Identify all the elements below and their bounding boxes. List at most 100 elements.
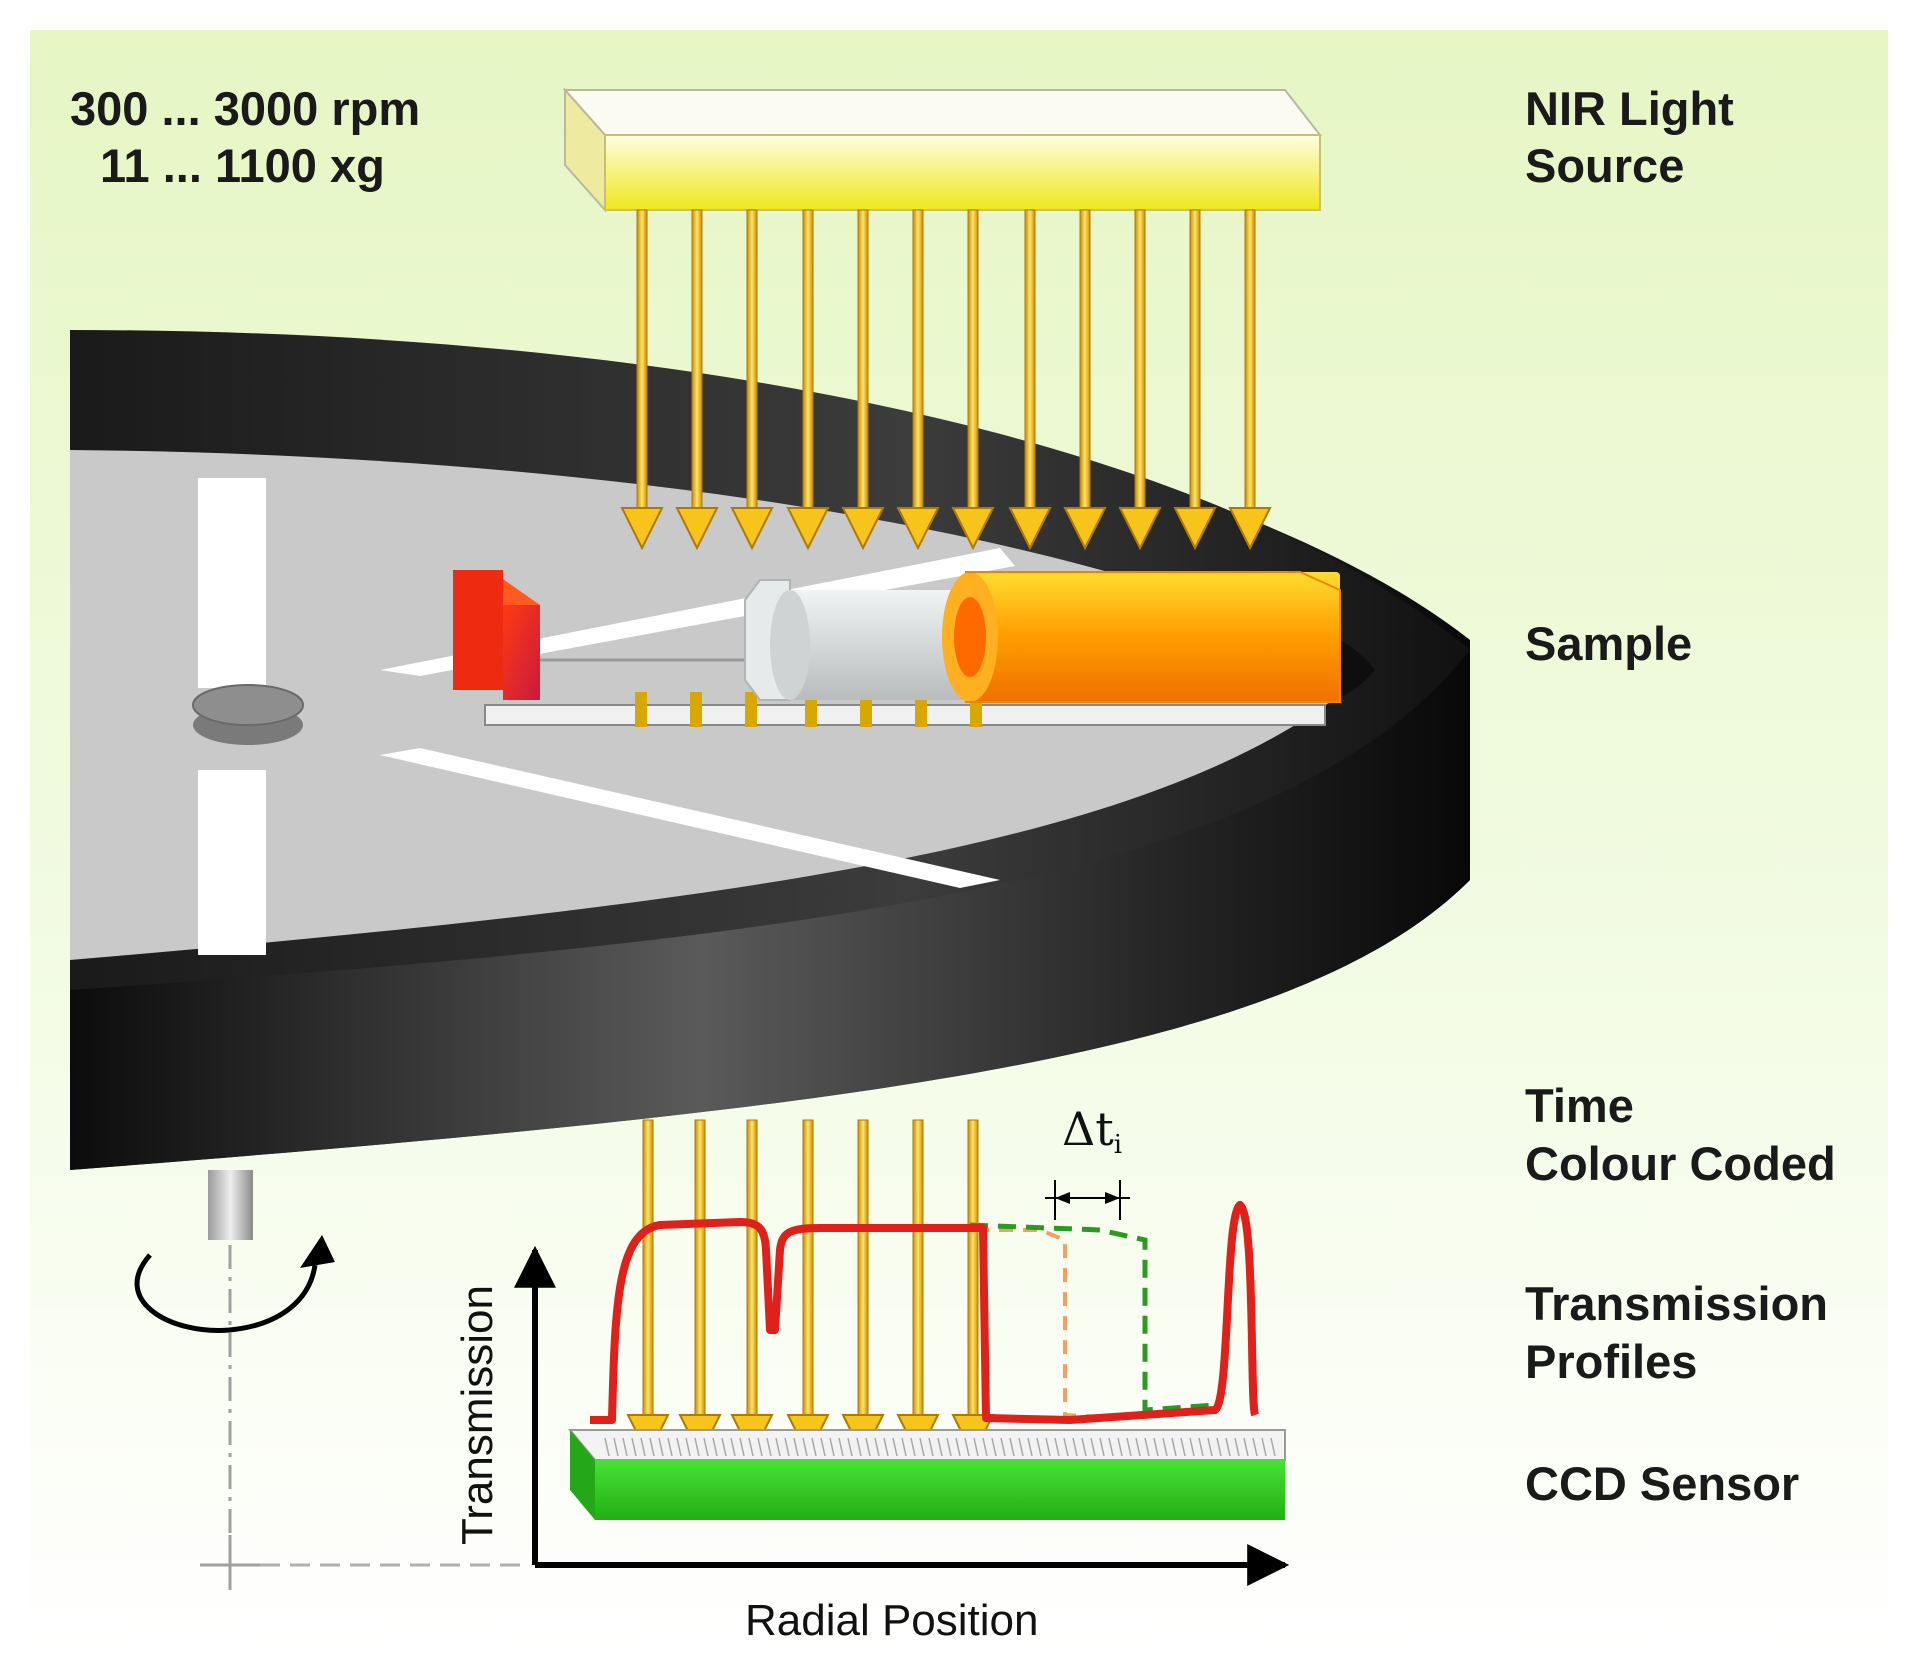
ccd-pixel-tick xyxy=(1090,1437,1096,1457)
ccd-pixel-tick xyxy=(1054,1437,1060,1457)
ccd-pixel-tick xyxy=(1180,1437,1186,1457)
ccd-pixel-tick xyxy=(757,1437,763,1457)
ccd-pixel-tick xyxy=(1207,1437,1213,1457)
x-axis-label: Radial Position xyxy=(745,1596,1039,1645)
ccd-pixel-tick xyxy=(694,1437,700,1457)
ccd-pixel-tick xyxy=(1126,1437,1132,1457)
time-label-2: Colour Coded xyxy=(1525,1137,1836,1190)
ccd-pixel-tick xyxy=(829,1437,835,1457)
light-arrow xyxy=(951,209,995,551)
ccd-pixel-tick xyxy=(802,1437,808,1457)
sample-cuvette xyxy=(744,579,970,701)
ccd-pixel-tick xyxy=(982,1437,988,1457)
ccd-pixel-tick xyxy=(910,1437,916,1457)
xg-range: 11 ... 1100 xg xyxy=(100,139,385,192)
ccd-pixel-tick xyxy=(1171,1437,1177,1457)
sample-holder xyxy=(484,658,1326,727)
ccd-pixel-tick xyxy=(856,1437,862,1457)
ccd-pixel-tick xyxy=(1018,1437,1024,1457)
ccd-sensor-label: CCD Sensor xyxy=(1525,1457,1799,1510)
ccd-pixel-tick xyxy=(919,1437,925,1457)
light-arrow xyxy=(620,209,664,551)
ccd-pixel-tick xyxy=(1117,1437,1123,1457)
ccd-pixel-tick xyxy=(1216,1437,1222,1457)
ccd-pixel-tick xyxy=(1000,1437,1006,1457)
sample-label: Sample xyxy=(1525,617,1692,670)
rotor-shaft xyxy=(200,1170,530,1590)
ccd-pixel-tick xyxy=(820,1437,826,1457)
ccd-pixel-tick xyxy=(1063,1437,1069,1457)
curved-arrow-icon xyxy=(134,1235,335,1333)
ccd-pixel-tick xyxy=(766,1437,772,1457)
ccd-pixel-tick xyxy=(649,1437,655,1457)
ccd-pixel-tick xyxy=(1252,1437,1258,1457)
light-source-label-2: Source xyxy=(1525,139,1684,192)
ccd-pixel-tick xyxy=(991,1437,997,1457)
ccd-pixel-tick xyxy=(1135,1437,1141,1457)
profiles-label-1: Transmission xyxy=(1525,1277,1828,1330)
ccd-pixel-tick xyxy=(838,1437,844,1457)
delta-t-marker: Δti xyxy=(1045,1102,1130,1220)
ccd-pixel-tick xyxy=(784,1437,790,1457)
ccd-pixel-tick xyxy=(1162,1437,1168,1457)
light-arrow xyxy=(1173,209,1217,551)
light-arrow xyxy=(1008,209,1052,551)
ccd-pixel-tick xyxy=(1144,1437,1150,1457)
ccd-pixel-tick xyxy=(946,1437,952,1457)
plot-axes: Transmission Radial Position xyxy=(453,1245,1290,1645)
ccd-pixel-tick xyxy=(1261,1437,1267,1457)
ccd-pixel-tick xyxy=(631,1437,637,1457)
ccd-pixel-tick xyxy=(1108,1437,1114,1457)
ccd-pixel-tick xyxy=(604,1437,610,1457)
meniscus-block xyxy=(453,570,540,700)
ccd-pixel-tick xyxy=(883,1437,889,1457)
ccd-pixel-tick xyxy=(973,1437,979,1457)
light-beams-upper xyxy=(620,209,1272,551)
ccd-pixel-tick xyxy=(1072,1437,1078,1457)
y-axis-label: Transmission xyxy=(453,1285,502,1545)
ccd-pixel-tick xyxy=(1099,1437,1105,1457)
ccd-pixel-tick xyxy=(667,1437,673,1457)
ccd-pixel-tick xyxy=(928,1437,934,1457)
ccd-pixel-tick xyxy=(892,1437,898,1457)
ccd-pixel-tick xyxy=(955,1437,961,1457)
ccd-pixel-tick xyxy=(1225,1437,1231,1457)
side-labels: NIR Light Source Sample Time Colour Code… xyxy=(1525,82,1836,1510)
ccd-pixel-tick xyxy=(676,1437,682,1457)
time-label-1: Time xyxy=(1525,1079,1634,1132)
ccd-pixel-tick xyxy=(964,1437,970,1457)
ccd-pixel-tick xyxy=(1243,1437,1249,1457)
ccd-pixel-tick xyxy=(1153,1437,1159,1457)
profiles-label-2: Profiles xyxy=(1525,1335,1697,1388)
profile-current xyxy=(590,1201,1259,1424)
ccd-pixel-tick xyxy=(1081,1437,1087,1457)
ccd-pixel-tick xyxy=(1198,1437,1204,1457)
ccd-pixel-tick xyxy=(865,1437,871,1457)
light-arrow xyxy=(1118,209,1162,551)
ccd-pixel-tick xyxy=(811,1437,817,1457)
ccd-pixel-tick xyxy=(613,1437,619,1457)
ccd-pixel-tick xyxy=(1045,1437,1051,1457)
ccd-pixel-tick xyxy=(622,1437,628,1457)
ccd-pixel-tick xyxy=(874,1437,880,1457)
ccd-pixel-tick xyxy=(937,1437,943,1457)
speed-info: 300 ... 3000 rpm 11 ... 1100 xg xyxy=(70,82,420,192)
ccd-pixel-tick xyxy=(721,1437,727,1457)
ccd-pixel-tick xyxy=(1009,1437,1015,1457)
ccd-pixel-tick xyxy=(658,1437,664,1457)
light-arrow xyxy=(1228,209,1272,551)
nir-light-source xyxy=(562,87,1323,213)
ccd-pixel-tick xyxy=(1270,1437,1276,1457)
ccd-pixel-tick xyxy=(1036,1437,1042,1457)
ccd-pixel-tick xyxy=(1027,1437,1033,1457)
ccd-pixel-tick xyxy=(901,1437,907,1457)
ccd-pixel-tick xyxy=(1234,1437,1240,1457)
ccd-sensor xyxy=(567,1429,1286,1520)
light-arrow xyxy=(786,209,830,551)
ccd-pixel-tick xyxy=(847,1437,853,1457)
light-arrow xyxy=(1063,209,1107,551)
ccd-pixel-tick xyxy=(739,1437,745,1457)
ccd-pixel-tick xyxy=(793,1437,799,1457)
ccd-pixel-tick xyxy=(775,1437,781,1457)
